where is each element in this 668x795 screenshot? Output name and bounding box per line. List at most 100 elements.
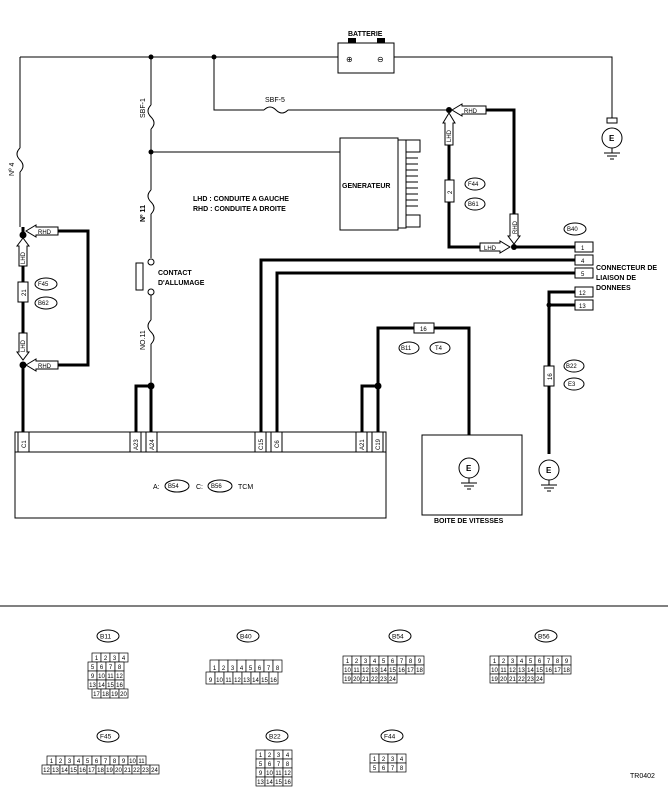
pin-number: 22 [371, 677, 378, 683]
pin-number: 4 [240, 666, 244, 672]
pin-number: 7 [104, 759, 108, 765]
pin-number: 2 [382, 757, 386, 763]
pin-number: 9 [565, 659, 569, 665]
legend-lhd: LHD : CONDUITE A GAUCHE [193, 196, 289, 203]
pin-number: 12 [234, 678, 241, 684]
pin-number: 17 [554, 668, 561, 674]
connector-f44-label: F44 [384, 734, 396, 741]
pin-number: 12 [362, 668, 369, 674]
pin-number: 12 [509, 668, 516, 674]
pin-number: 12 [116, 674, 123, 680]
pin-b22: 16 [548, 373, 554, 380]
pin-number: 2 [222, 666, 226, 672]
pin-number: 11 [107, 674, 114, 680]
dlc-label-3: DONNEES [596, 285, 631, 292]
pin-number: 18 [563, 668, 570, 674]
dlc-pin-5: 5 [581, 272, 585, 278]
pin-number: 16 [270, 678, 277, 684]
generator: GENERATEUR [339, 137, 421, 231]
pin-number: 23 [142, 768, 149, 774]
pin-cell [561, 664, 572, 675]
pin-number: 8 [286, 762, 290, 768]
pin-number: 14 [252, 678, 259, 684]
pin-number: 4 [373, 659, 377, 665]
pin-number: 14 [380, 668, 387, 674]
conn-e3-label: E3 [568, 382, 576, 388]
pin-number: 13 [518, 668, 525, 674]
pin-number: 13 [257, 780, 264, 786]
pin-number: 18 [97, 768, 104, 774]
connector-b22-badge [265, 729, 289, 743]
tcm-pin-a23: A23 [134, 439, 140, 450]
pin-number: 9 [209, 678, 213, 684]
rhd-label-2: RHD [513, 220, 519, 234]
conn-t4-label: T4 [435, 346, 443, 352]
pin-cell [268, 671, 279, 685]
connector-b11-badge [96, 629, 120, 643]
conn-f45-label: F45 [38, 282, 49, 288]
pin-number: 5 [91, 665, 95, 671]
pin-number: 7 [391, 766, 395, 772]
ground-symbol-3: E [466, 464, 472, 473]
pin-number: 6 [258, 666, 262, 672]
gearbox-label: BOITE DE VITESSES [434, 518, 504, 525]
pin-number: 19 [106, 768, 113, 774]
conn-b61-label: B61 [468, 202, 479, 208]
pin-number: 1 [493, 659, 497, 665]
pin-number: 11 [275, 771, 282, 777]
pin-number: 1 [373, 757, 377, 763]
fuse-no11a-label: Nº 11 [140, 205, 147, 222]
pin-number: 6 [100, 665, 104, 671]
pin-b11: 16 [420, 327, 427, 333]
pin-number: 13 [89, 683, 96, 689]
pin-number: 10 [266, 771, 273, 777]
pin-number: 1 [213, 666, 217, 672]
pin-number: 3 [68, 759, 72, 765]
pin-number: 1 [259, 753, 263, 759]
tcm-prefix-a: A: [153, 484, 160, 491]
pin-number: 16 [284, 780, 291, 786]
pin-number: 4 [286, 753, 290, 759]
pin-number: 3 [511, 659, 515, 665]
lhd-arrow-bottom: LHD [479, 240, 511, 254]
rhd-arrow-left-bottom: RHD [25, 358, 59, 372]
pin-number: 2 [355, 659, 359, 665]
tcm-pin-c6: C6 [275, 440, 281, 448]
pin-number: 20 [115, 768, 122, 774]
pin-number: 12 [43, 768, 50, 774]
tcm-pin-a24: A24 [150, 439, 156, 450]
pin-number: 17 [407, 668, 414, 674]
ground-gearbox: E [458, 457, 480, 490]
pin-number: 14 [61, 768, 68, 774]
pin-cell [282, 776, 293, 787]
pin-number: 17 [93, 692, 100, 698]
lhd-label: LHD [447, 129, 453, 142]
pin-number: 2 [59, 759, 63, 765]
battery-minus-icon: ⊖ [377, 55, 384, 64]
lhd-label-4: LHD [21, 339, 27, 352]
pin-number: 14 [527, 668, 534, 674]
fuse-no4-label: Nº 4 [9, 162, 16, 176]
conn-b62-label: B62 [38, 301, 49, 307]
pin-number: 24 [151, 768, 158, 774]
connector-b40-badge [236, 629, 260, 643]
lhd-label-2: LHD [484, 246, 497, 252]
tcm-pin-c15: C15 [259, 438, 265, 450]
pin-number: 22 [133, 768, 140, 774]
pin-number: 10 [129, 759, 136, 765]
pin-number: 3 [231, 666, 235, 672]
pin-number: 17 [88, 768, 95, 774]
pin-number: 24 [389, 677, 396, 683]
conn-f44-label: F44 [468, 182, 479, 188]
pin-number: 23 [380, 677, 387, 683]
pin-number: 11 [225, 678, 232, 684]
generator-label: GENERATEUR [342, 183, 390, 190]
pin-number: 3 [277, 753, 281, 759]
pin-number: 8 [409, 659, 413, 665]
pin-number: 24 [536, 677, 543, 683]
pin-number: 6 [268, 762, 272, 768]
dlc-label-1: CONNECTEUR DE [596, 265, 657, 272]
